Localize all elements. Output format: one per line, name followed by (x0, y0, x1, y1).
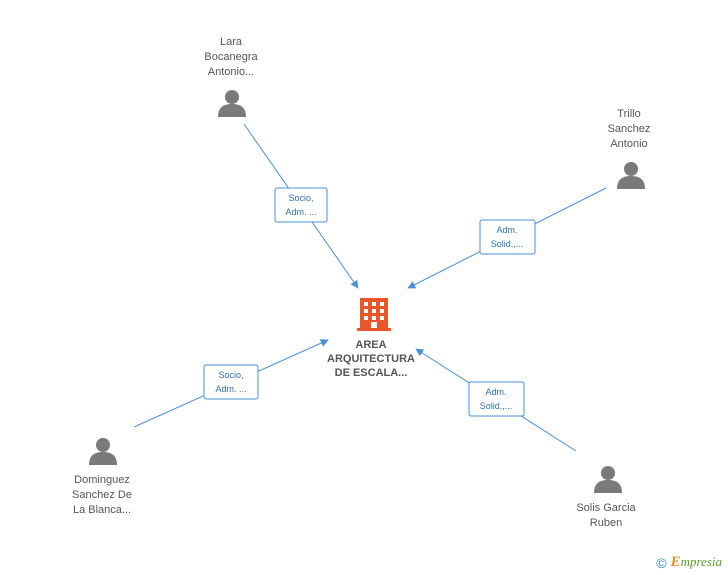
role-line: Solid.,... (491, 239, 524, 249)
person-icon (89, 438, 117, 465)
person-name-line: La Blanca... (73, 504, 131, 516)
person-icon (617, 162, 645, 189)
person-name-line: Bocanegra (204, 51, 258, 63)
person-name-line: Sanchez De (72, 489, 132, 501)
person-name-line: Antonio (610, 138, 647, 150)
brand-rest: mpresia (680, 554, 722, 569)
brand-logo: Empresia (671, 554, 722, 571)
person-node-trillo[interactable]: Trillo Sanchez Antonio (608, 108, 651, 189)
person-name-line: Trillo (617, 108, 640, 120)
role-box-lara[interactable]: Socio, Adm. ... (274, 187, 328, 223)
person-name-line: Dominguez (74, 474, 130, 486)
person-node-lara[interactable]: Lara Bocanegra Antonio... (204, 36, 258, 117)
company-name-line: ARQUITECTURA (327, 353, 415, 365)
person-name-line: Sanchez (608, 123, 651, 135)
building-icon (357, 298, 391, 331)
role-box-solis[interactable]: Adm. Solid.,... (468, 381, 525, 417)
person-name-line: Lara (220, 36, 243, 48)
role-line: Adm. ... (215, 384, 246, 394)
role-line: Adm. ... (285, 207, 316, 217)
person-icon (218, 90, 246, 117)
person-name-line: Antonio... (208, 66, 254, 78)
person-node-solis[interactable]: Solis Garcia Ruben (576, 466, 637, 529)
person-name-line: Solis Garcia (576, 502, 636, 514)
person-icon (594, 466, 622, 493)
person-name-line: Ruben (590, 517, 622, 529)
role-line: Socio, (218, 370, 243, 380)
role-line: Socio, (288, 193, 313, 203)
brand-initial: E (670, 554, 681, 570)
company-node[interactable]: AREA ARQUITECTURA DE ESCALA... (327, 298, 415, 379)
footer-brand: © Empresia (656, 554, 722, 571)
copyright-icon: © (656, 554, 667, 571)
company-name-line: AREA (355, 339, 386, 351)
role-line: Adm. (485, 387, 506, 397)
role-line: Adm. (496, 225, 517, 235)
role-box-trillo[interactable]: Adm. Solid.,... (479, 219, 536, 255)
company-name-line: DE ESCALA... (335, 367, 408, 379)
role-line: Solid.,... (480, 401, 513, 411)
person-node-dominguez[interactable]: Dominguez Sanchez De La Blanca... (72, 438, 132, 516)
role-box-dominguez[interactable]: Socio, Adm. ... (203, 364, 259, 400)
